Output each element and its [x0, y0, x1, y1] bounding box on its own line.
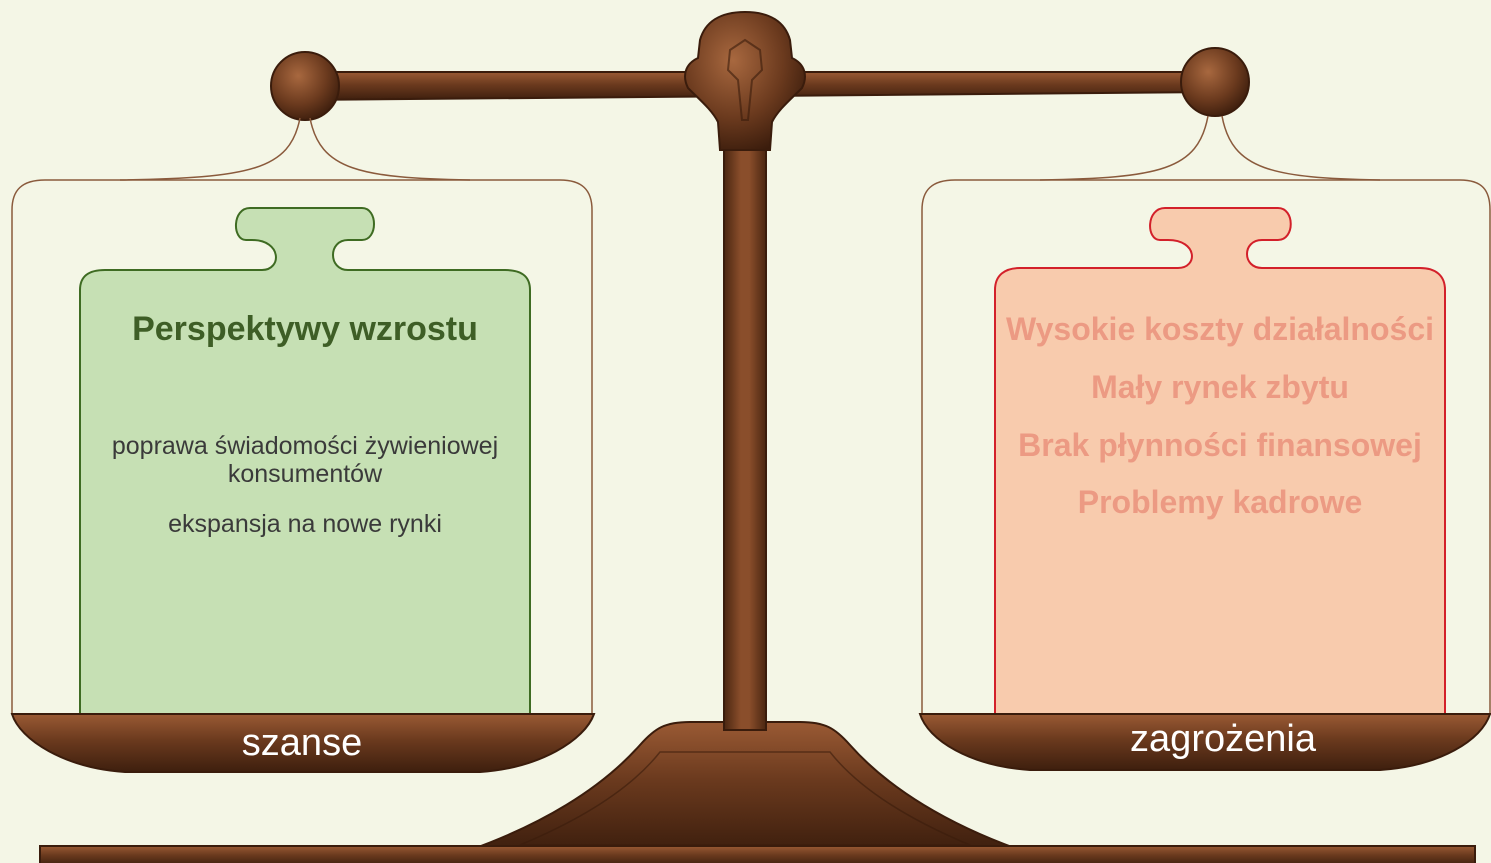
left-weight-title: Perspektywy wzrostu — [132, 310, 478, 348]
right-pan-label: zagrożenia — [1130, 718, 1316, 760]
scale-left-knob — [270, 51, 340, 121]
left-pan-outline — [11, 179, 593, 715]
scale-pillar — [723, 139, 767, 731]
right-pan-dish — [918, 713, 1491, 771]
left-weight-item: ekspansja na nowe rynki — [168, 510, 442, 538]
right-weight-item: Mały rynek zbytu — [1091, 368, 1349, 405]
right-weight-item: Problemy kadrowe — [1077, 484, 1363, 521]
scale-foot — [469, 721, 1021, 851]
scale-foot-inner — [519, 751, 971, 846]
scale-base-bar — [39, 845, 1476, 863]
right-pan-strings — [1039, 115, 1381, 181]
left-weight-item: poprawa świadomości żywieniowej konsumen… — [111, 432, 499, 488]
left-weight — [79, 207, 531, 716]
scale-crown-detail — [726, 38, 764, 121]
left-pan-dish — [10, 713, 596, 773]
right-weight — [994, 207, 1446, 716]
scale-right-knob — [1180, 47, 1250, 117]
right-pan-outline — [921, 179, 1491, 715]
right-weight-item: Wysokie koszty działalności — [1005, 311, 1434, 347]
left-pan-label: szanse — [241, 722, 363, 764]
right-weight-item: Brak płynności finansowej — [1018, 426, 1422, 463]
right-weight-items: Wysokie koszty działalności Mały rynek z… — [995, 311, 1445, 543]
left-pan-strings — [119, 117, 471, 181]
left-weight-items: poprawa świadomości żywieniowej konsumen… — [80, 432, 530, 560]
scale-crown — [684, 10, 806, 151]
